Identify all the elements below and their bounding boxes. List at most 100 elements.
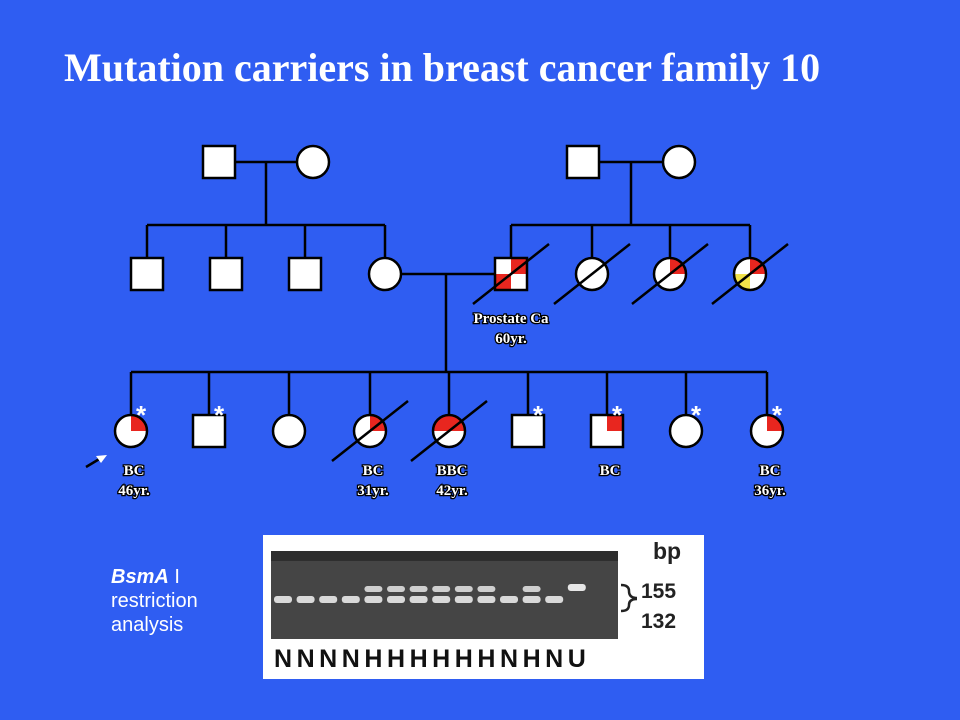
g3-sib-2-outline xyxy=(191,413,227,449)
band-lower-lane-7 xyxy=(409,596,428,603)
g3-sib-8-carrier-marker: * xyxy=(691,400,702,430)
g3-sib-9-carrier-marker: * xyxy=(772,400,783,430)
g1-right-mother-outline xyxy=(661,144,697,180)
g2-mother-circle xyxy=(369,258,401,290)
g2-son-3-outline xyxy=(287,256,323,292)
g1-right-mother-circle xyxy=(663,146,695,178)
band-upper-lane-6 xyxy=(387,586,405,592)
g2-son-2-outline xyxy=(208,256,244,292)
gel-lane-label-11: N xyxy=(500,645,518,673)
gel-lane-label-2: N xyxy=(297,645,315,673)
gel-lane-label-10: H xyxy=(477,645,495,673)
band-lower-lane-11 xyxy=(500,596,518,603)
g2-son-2-square xyxy=(210,258,242,290)
enzyme-suffix: I xyxy=(168,566,180,588)
g2-aunt-1-deceased-slash xyxy=(553,243,631,305)
assay-line-2: restriction xyxy=(111,590,198,612)
band-lower-lane-13 xyxy=(545,596,564,603)
g2-aunt-2-outline xyxy=(652,256,688,292)
g3-sib-8-circle xyxy=(670,415,702,447)
g3-proband-label-2: 46yr. xyxy=(118,483,150,499)
gel-band-lower-size: 132 xyxy=(641,610,676,633)
g3-proband-outline xyxy=(113,413,149,449)
gel-lane-label-1: N xyxy=(274,645,292,673)
g3-sib-7-carrier-marker: * xyxy=(612,400,623,430)
g3-sib-5-left-breast-quadrant xyxy=(433,415,449,431)
gel-lane-label-14: U xyxy=(568,645,586,673)
g3-sib-4-deceased-slash xyxy=(331,400,409,462)
gel-well-row xyxy=(271,551,618,561)
g3-sib-9-outline xyxy=(749,413,785,449)
g3-sib-2-square xyxy=(193,415,225,447)
gel-lane-label-5: H xyxy=(364,645,382,673)
g3-sib-7-breast-quadrant xyxy=(607,415,623,431)
gel-upper-bracket xyxy=(620,583,638,600)
slide-title: Mutation carriers in breast cancer famil… xyxy=(64,45,821,90)
gel-lane-label-4: N xyxy=(342,645,360,673)
g2-son-1-outline xyxy=(129,256,165,292)
band-upper-lane-12 xyxy=(522,586,541,592)
g2-aunt-1-outline xyxy=(574,256,610,292)
band-lower-lane-5 xyxy=(364,596,383,603)
g2-father-deceased-slash xyxy=(472,243,550,305)
g2-mother-outline xyxy=(367,256,403,292)
band-lower-lane-9 xyxy=(454,596,473,603)
gel-lane-label-6: H xyxy=(387,645,405,673)
gel-background xyxy=(271,551,618,639)
band-upper-lane-14 xyxy=(567,584,586,591)
father-label-line-1: Prostate Ca xyxy=(473,311,549,327)
band-lower-lane-10 xyxy=(477,596,496,603)
g3-sib-3-circle xyxy=(273,415,305,447)
g2-father-outline xyxy=(493,256,529,292)
g2-son-3-square xyxy=(289,258,321,290)
band-lower-lane-2 xyxy=(296,596,315,603)
gel-lane-label-13: N xyxy=(545,645,563,673)
g3-sib-6-carrier-marker: * xyxy=(533,400,544,430)
g1-right-father-square xyxy=(567,146,599,178)
band-lower-lane-1 xyxy=(274,596,292,603)
g3-sib-4-label-2: 31yr. xyxy=(357,483,389,499)
g1-left-father-outline xyxy=(201,144,237,180)
enzyme-name: BsmA xyxy=(111,566,169,588)
g3-sib-9-breast-quadrant xyxy=(767,415,783,431)
band-upper-lane-9 xyxy=(454,586,473,592)
gel-unit-label: bp xyxy=(653,538,681,564)
g3-sib-7-outline xyxy=(589,413,625,449)
g3-sib-5-label-2: 42yr. xyxy=(436,483,468,499)
g3-sib-5-deceased-slash xyxy=(410,400,488,462)
band-lower-lane-8 xyxy=(432,596,451,603)
g3-sib-7-label-1: BC xyxy=(600,463,621,479)
g3-sib-3-outline xyxy=(271,413,307,449)
g1-right-father-outline xyxy=(565,144,601,180)
gel-lane-label-3: N xyxy=(319,645,337,673)
g3-sib-9-label-2: 36yr. xyxy=(754,483,786,499)
pedigree-chart: Prostate Ca60yr.*BC46yr.*BC31yr.BBC42yr.… xyxy=(85,144,789,500)
g3-proband-label-1: BC xyxy=(124,463,145,479)
proband-arrowhead xyxy=(96,455,107,463)
gel-lane-label-7: H xyxy=(410,645,428,673)
g3-sib-8-outline xyxy=(668,413,704,449)
band-upper-lane-7 xyxy=(409,586,428,592)
band-upper-lane-8 xyxy=(432,586,451,592)
g3-sib-2-carrier-marker: * xyxy=(214,400,225,430)
g1-left-mother-circle xyxy=(297,146,329,178)
band-lower-lane-4 xyxy=(341,596,360,603)
g3-sib-4-outline xyxy=(352,413,388,449)
gel-lane-label-12: H xyxy=(523,645,541,673)
g2-aunt-3-outline xyxy=(732,256,768,292)
assay-caption: BsmA I restriction analysis xyxy=(111,565,198,637)
g3-sib-5-label-1: BBC xyxy=(437,463,468,479)
band-lower-lane-6 xyxy=(387,596,405,603)
gel-lower-bracket xyxy=(620,597,638,613)
g3-sib-5-outline xyxy=(431,413,467,449)
g1-left-father-square xyxy=(203,146,235,178)
assay-line-3: analysis xyxy=(111,614,184,636)
gel-lane-label-9: H xyxy=(455,645,473,673)
g3-proband-carrier-marker: * xyxy=(136,400,147,430)
gel-lane-label-8: H xyxy=(432,645,450,673)
g2-aunt-2-deceased-slash xyxy=(631,243,709,305)
gel-band-upper-size: 155 xyxy=(641,580,676,603)
band-lower-lane-12 xyxy=(522,596,541,603)
g3-sib-6-square xyxy=(512,415,544,447)
